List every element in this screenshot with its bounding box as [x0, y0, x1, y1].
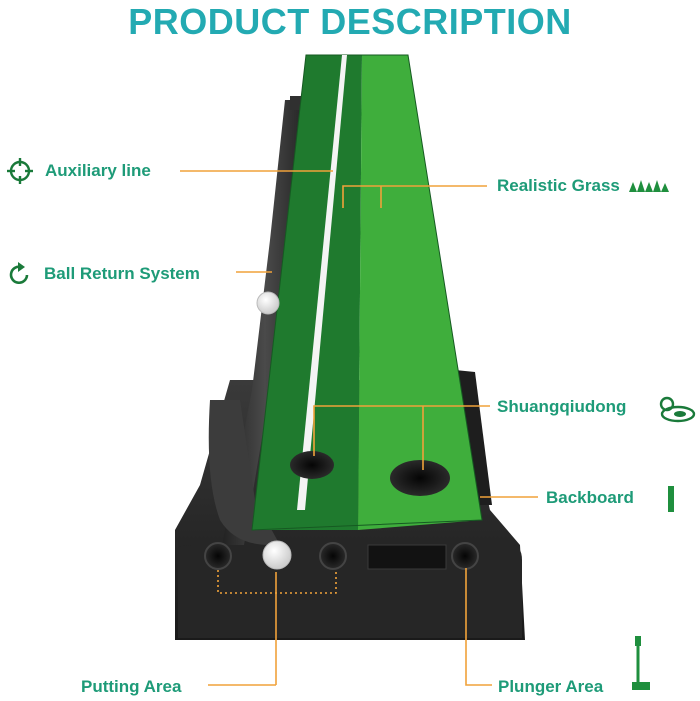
mat-texture: [251, 54, 483, 531]
tray-slot: [367, 544, 447, 570]
label-auxiliary-line: Auxiliary line: [45, 161, 151, 180]
tray-hole-1: [204, 542, 232, 570]
mat-light-strip: [358, 55, 482, 530]
rail-inner: [208, 400, 280, 545]
return-arrow-icon: [6, 261, 32, 292]
label-plunger-area: Plunger Area: [498, 677, 604, 696]
return-rail: [222, 100, 308, 545]
leader-putting-dotted: [217, 570, 337, 594]
leader-realistic-grass: [342, 185, 487, 208]
mat-hole-right: [390, 460, 450, 496]
crosshair-icon: [5, 156, 35, 191]
tray-hole-3: [451, 542, 479, 570]
tray-hole-2: [319, 542, 347, 570]
putter-icon: [628, 636, 652, 701]
leader-shuangqiudong: [313, 405, 490, 456]
backboard-icon: [667, 486, 675, 517]
hole-flag-icon: [658, 394, 696, 429]
leader-plunger: [465, 568, 492, 686]
label-shuangqiudong: Shuangqiudong: [497, 397, 627, 416]
label-realistic-grass: Realistic Grass: [497, 176, 620, 195]
grass-icon: [629, 178, 669, 199]
tray-ball: [262, 540, 292, 570]
auxiliary-white-line: [297, 55, 347, 510]
page-title: PRODUCT DESCRIPTION: [128, 1, 572, 42]
label-ball-return-system: Ball Return System: [44, 264, 200, 283]
rail-ball: [256, 291, 280, 315]
mat-hole-left: [290, 451, 334, 479]
label-putting-area: Putting Area: [81, 677, 182, 696]
backboard-shape: [455, 370, 492, 505]
label-backboard: Backboard: [546, 488, 634, 507]
